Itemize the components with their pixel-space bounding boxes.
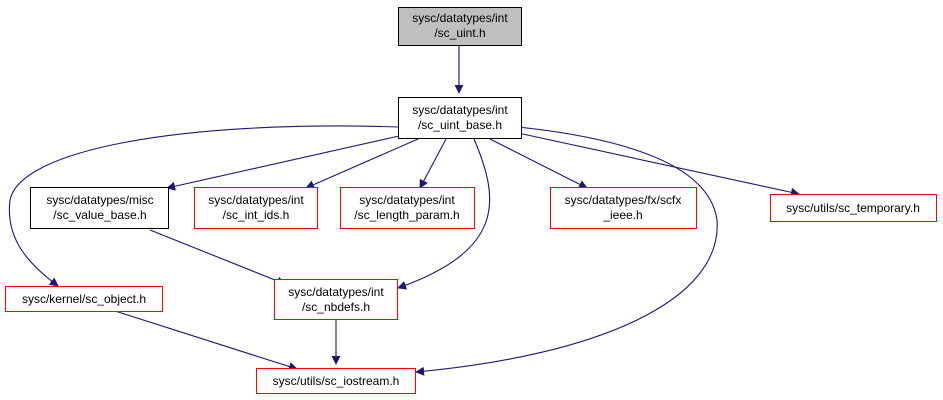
edge-sc-uint-base-to-sc-object xyxy=(8,125,400,287)
node-label-line-1: sysc/kernel/sc_object.h xyxy=(22,292,146,306)
edge-sc-uint-base-to-scfx-ieee xyxy=(489,138,588,189)
node-label-line-2: /sc_value_base.h xyxy=(53,208,146,222)
node-label-line-1: sysc/datatypes/misc xyxy=(46,193,153,207)
node-sc-value-base[interactable]: sysc/datatypes/misc /sc_value_base.h xyxy=(30,187,169,229)
node-label-line-1: sysc/utils/sc_temporary.h xyxy=(786,201,920,215)
node-sc-nbdefs[interactable]: sysc/datatypes/int /sc_nbdefs.h xyxy=(274,279,398,320)
node-label-line-1: sysc/datatypes/int xyxy=(288,285,384,299)
edge-sc-uint-base-to-sc-temporary xyxy=(517,132,800,197)
edge-sc-uint-base-to-sc-int-ids xyxy=(305,138,419,189)
nodes-layer: sysc/datatypes/int /sc_uint.h sysc/datat… xyxy=(5,7,937,394)
node-label-line-1: sysc/utils/sc_iostream.h xyxy=(273,374,400,388)
node-label-line-2: _ieee.h xyxy=(602,208,642,222)
node-label-line-1: sysc/datatypes/int xyxy=(412,11,508,25)
node-label-line-2: /sc_int_ids.h xyxy=(223,208,290,222)
edge-sc-uint-base-to-sc-nbdefs xyxy=(397,138,491,290)
node-label-line-2: /sc_nbdefs.h xyxy=(302,300,370,314)
edge-sc-object-to-sc-iostream xyxy=(114,310,298,371)
node-label-line-2: /sc_uint.h xyxy=(434,26,485,40)
node-sc-length-param[interactable]: sysc/datatypes/int /sc_length_param.h xyxy=(340,187,475,229)
node-label-line-2: /sc_length_param.h xyxy=(354,208,459,222)
node-label-line-1: sysc/datatypes/int xyxy=(412,103,508,117)
node-sc-temporary[interactable]: sysc/utils/sc_temporary.h xyxy=(770,194,937,222)
node-label-line-1: sysc/datatypes/int xyxy=(359,193,455,207)
edge-sc-uint-base-to-sc-iostream xyxy=(415,126,718,376)
node-label-line-1: sysc/datatypes/int xyxy=(208,193,304,207)
edge-sc-uint-base-to-sc-length-param xyxy=(419,138,447,189)
node-sc-object[interactable]: sysc/kernel/sc_object.h xyxy=(5,286,163,312)
node-sc-uint[interactable]: sysc/datatypes/int /sc_uint.h xyxy=(398,7,522,46)
node-sc-uint-base[interactable]: sysc/datatypes/int /sc_uint_base.h xyxy=(398,97,522,139)
node-scfx-ieee[interactable]: sysc/datatypes/fx/scfx _ieee.h xyxy=(550,187,697,229)
edge-sc-value-base-to-sc-nbdefs xyxy=(149,229,286,286)
node-label-line-2: /sc_uint_base.h xyxy=(418,118,502,132)
node-label-line-1: sysc/datatypes/fx/scfx xyxy=(565,193,682,207)
node-sc-int-ids[interactable]: sysc/datatypes/int /sc_int_ids.h xyxy=(194,187,318,229)
node-sc-iostream[interactable]: sysc/utils/sc_iostream.h xyxy=(256,368,416,394)
edges-layer xyxy=(8,45,800,376)
edge-sc-uint-base-to-sc-value-base xyxy=(166,133,409,191)
